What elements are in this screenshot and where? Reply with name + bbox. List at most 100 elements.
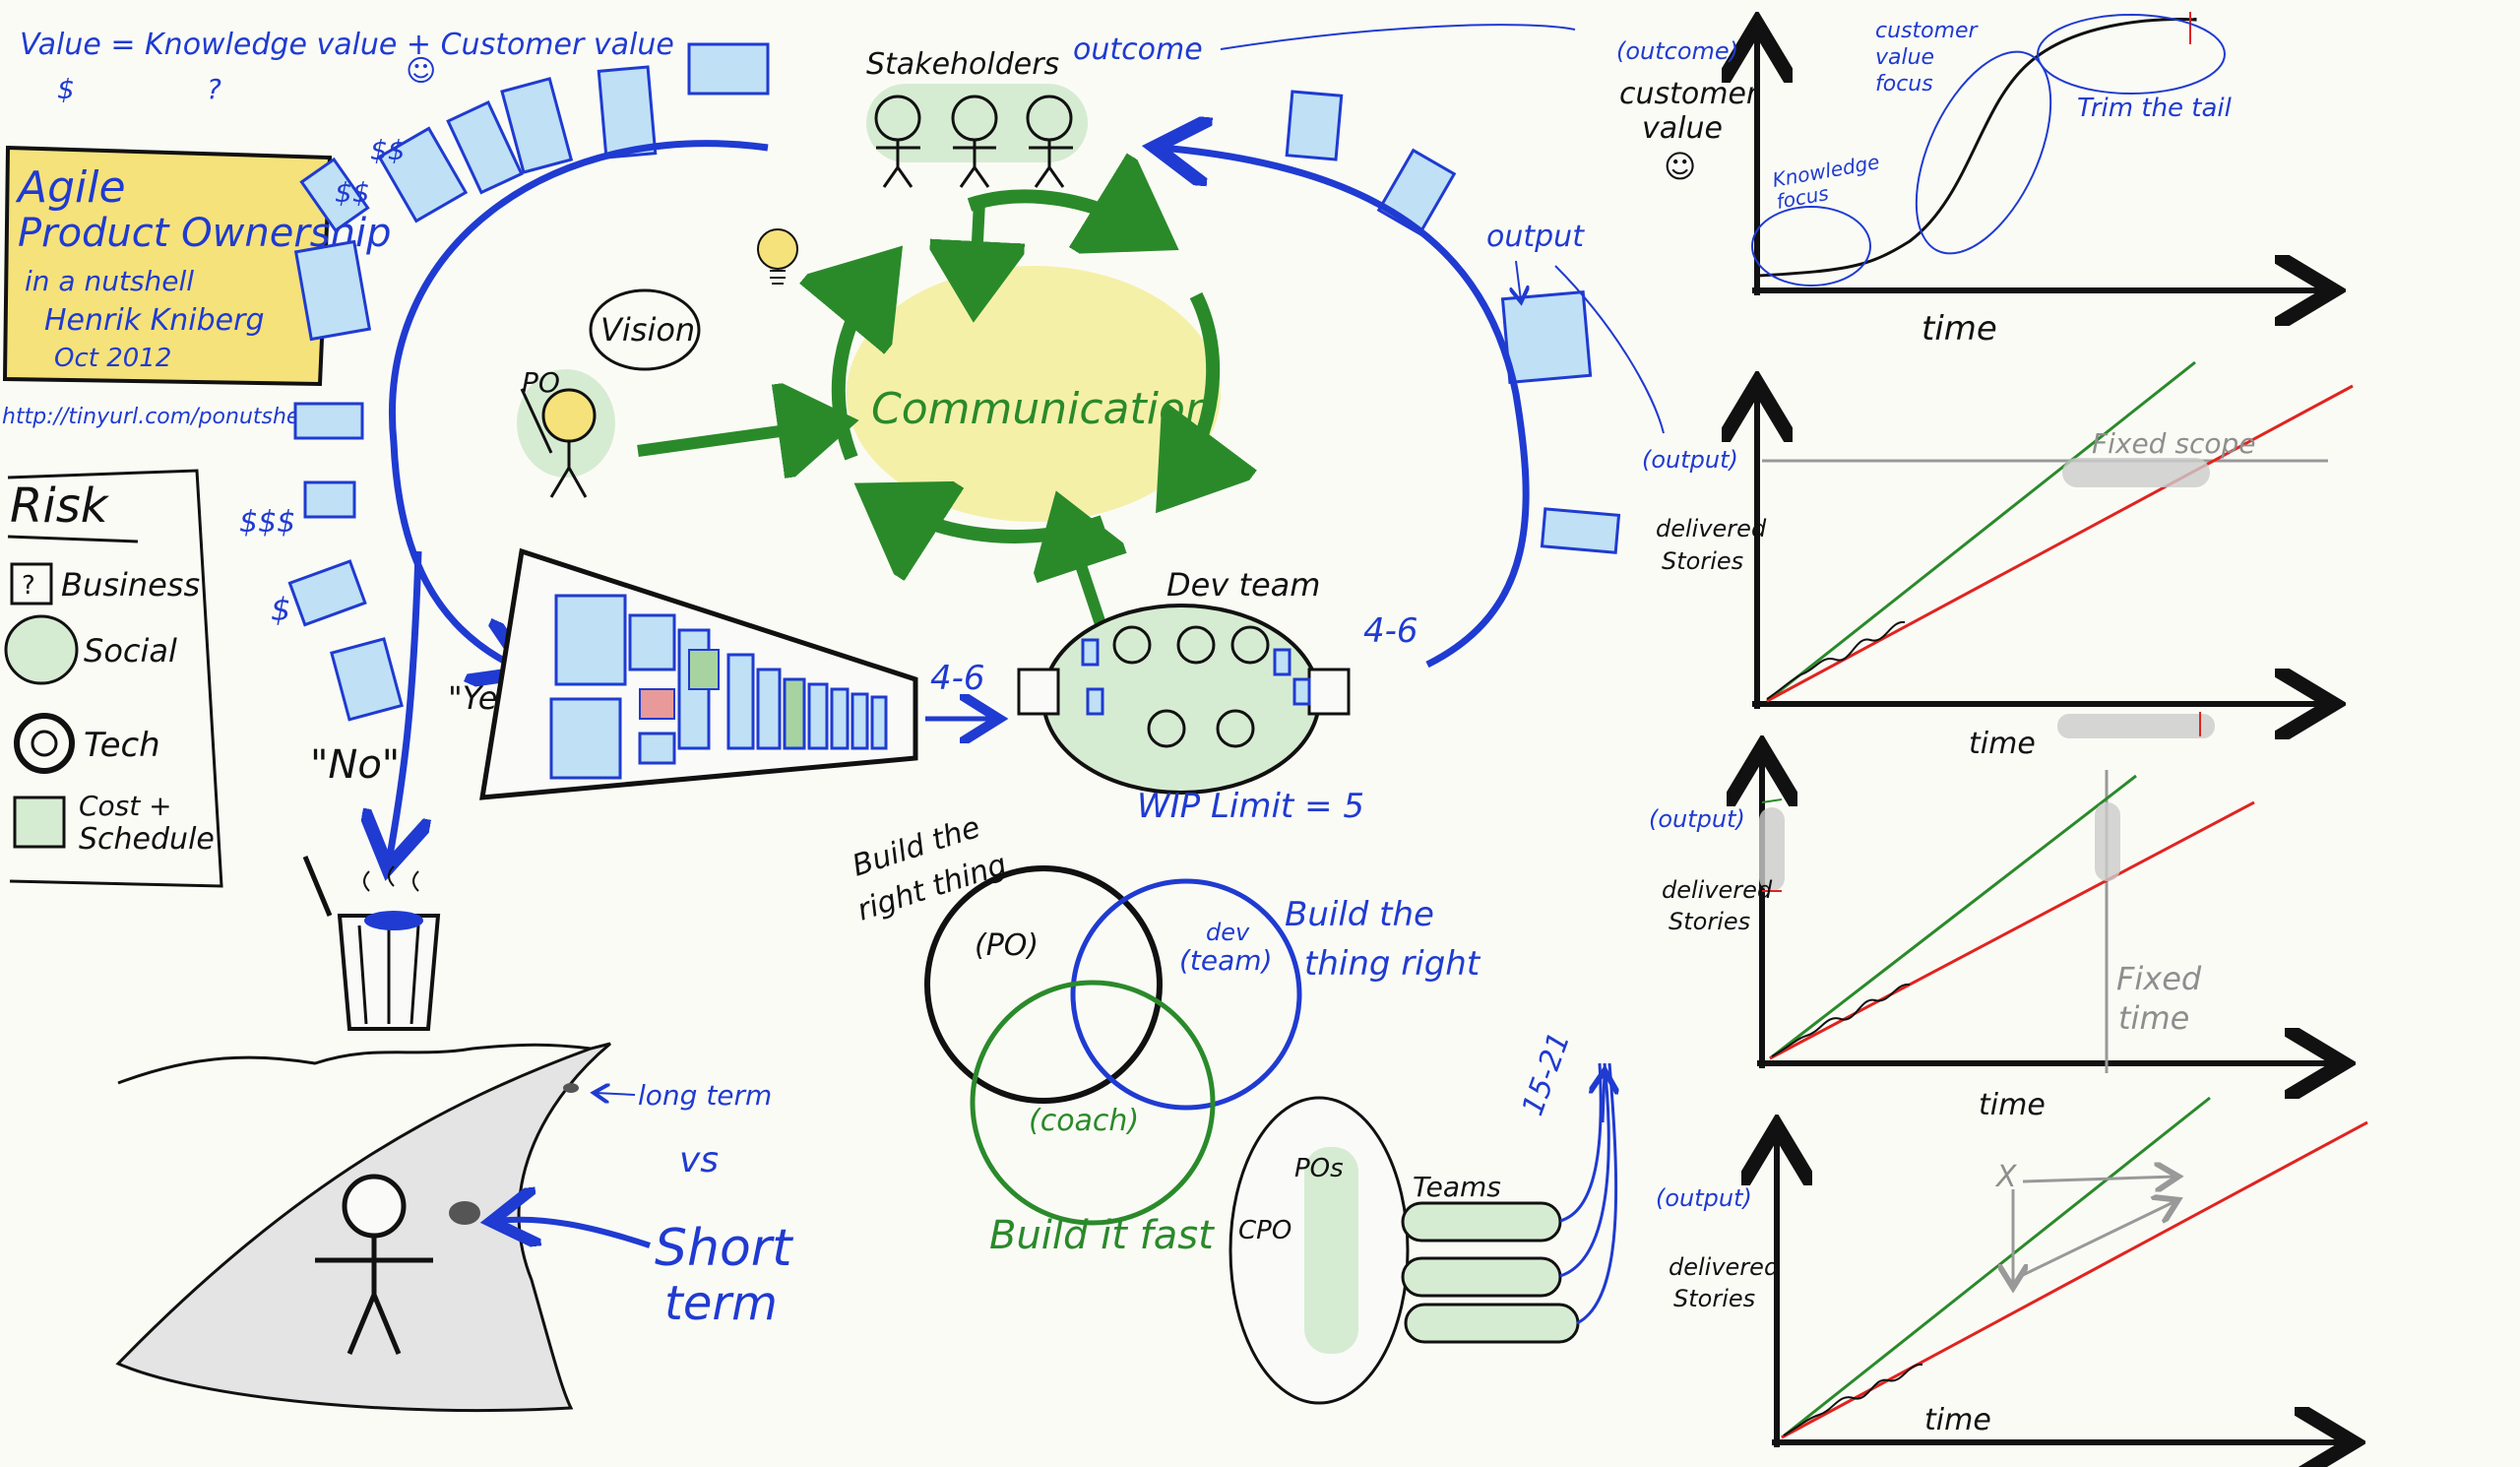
svg-text:$$: $$ — [370, 134, 406, 166]
svg-text:Communication: Communication — [871, 384, 1213, 434]
dollar-mark: $ — [57, 73, 75, 105]
pessimistic-line-3 — [1781, 1120, 2368, 1439]
svg-text:delivered: delivered — [1656, 515, 1767, 542]
lightbulb-icon — [757, 228, 798, 285]
customer-value-curve — [1756, 18, 2197, 278]
backlog-stickies — [287, 42, 1621, 722]
svg-text:dev: dev — [1206, 919, 1250, 946]
svg-text:time: time — [1922, 309, 1997, 349]
venn-diagram: Build the right thing (PO) dev (team) Bu… — [849, 810, 1481, 1258]
value-equation: Value = Knowledge value + Customer value — [20, 28, 674, 62]
outcome-label: outcome — [1073, 32, 1203, 67]
svg-text:Build the: Build the — [1285, 895, 1434, 934]
svg-text:(outcome): (outcome) — [1616, 37, 1738, 65]
svg-text:delivered: delivered — [1662, 876, 1773, 904]
title-date: Oct 2012 — [54, 344, 171, 373]
trash-can-icon — [302, 856, 441, 1031]
svg-text:Build it fast: Build it fast — [989, 1213, 1215, 1258]
svg-text:long term: long term — [638, 1079, 772, 1112]
output-label: output — [1486, 220, 1585, 254]
svg-text:Vision: Vision — [600, 311, 695, 349]
svg-text:(PO): (PO) — [975, 928, 1039, 963]
actual-progress — [1766, 620, 1906, 700]
risk-business: Business — [61, 566, 200, 604]
stakeholders-group: Stakeholders outcome — [866, 32, 1203, 188]
pessimistic-line — [1766, 384, 2354, 703]
no-label: "No" — [310, 742, 400, 788]
svg-text:(output): (output) — [1649, 805, 1745, 833]
svg-text:(team): (team) — [1179, 944, 1273, 977]
svg-text:vs: vs — [679, 1140, 719, 1180]
risk-tech: Tech — [84, 726, 160, 765]
svg-text:Fixed: Fixed — [2116, 960, 2202, 997]
svg-text:value: value — [1642, 111, 1723, 146]
optimistic-line-3 — [1781, 1096, 2211, 1439]
svg-text:focus: focus — [1875, 72, 1933, 96]
chart-fixed-scope: Fixed scope (output) delivered Stories t… — [1642, 360, 2354, 761]
svg-text:15-21: 15-21 — [1516, 1028, 1578, 1120]
svg-text:customer: customer — [1875, 19, 1980, 43]
svg-text:time: time — [1969, 727, 2036, 761]
svg-text:Stories: Stories — [1662, 547, 1743, 575]
svg-text:term: term — [664, 1276, 778, 1331]
svg-text:Stories: Stories — [1669, 908, 1750, 935]
output-link-line — [1554, 265, 1665, 434]
optimistic-line-2 — [1769, 774, 2137, 1060]
po-figure: PO Vision — [517, 288, 701, 498]
vision-bubble — [589, 288, 701, 371]
svg-text:CPO: CPO — [1238, 1216, 1292, 1245]
svg-text:$: $ — [271, 591, 290, 628]
wip-limit-label: WIP Limit = 5 — [1137, 787, 1364, 826]
calendar-icon — [13, 796, 66, 849]
scaled-organization: POs CPO Teams 15-21 — [1228, 1028, 1616, 1405]
svg-text:POs: POs — [1294, 1154, 1344, 1183]
chart-tradeoff: X (output) delivered Stories time — [1656, 1096, 2368, 1447]
rate-out-label: 4-6 — [1363, 611, 1418, 651]
svg-text:PO: PO — [522, 366, 560, 399]
gear-icon — [14, 713, 75, 774]
chart-fixed-time: Fixed time (output) delivered Stories ti… — [1649, 753, 2338, 1122]
url-link[interactable]: http://tinyurl.com/ponutshell — [2, 405, 312, 429]
svg-text:X: X — [1994, 1160, 2018, 1194]
communication-loop: Communication — [637, 196, 1221, 632]
money-labels: $$ $$ $$$ $ — [239, 134, 406, 628]
title-card: Agile Product Ownership in a nutshell He… — [2, 145, 391, 387]
svg-text:delivered: delivered — [1669, 1253, 1780, 1281]
risk-box: Risk ? Business Social Tech Cost + Sched… — [4, 469, 223, 888]
svg-text:Stakeholders: Stakeholders — [866, 47, 1059, 82]
svg-text:(output): (output) — [1642, 446, 1738, 474]
svg-text:Dev team: Dev team — [1166, 566, 1320, 604]
svg-text:$$$: $$$ — [239, 505, 295, 540]
risk-title: Risk — [10, 478, 110, 534]
dev-team-group: Dev team WIP Limit = 5 — [1017, 566, 1364, 826]
svg-text:value: value — [1875, 45, 1934, 70]
pessimistic-line-2 — [1769, 800, 2255, 1060]
output-loop-arrow — [1162, 148, 1530, 669]
svg-text:customer: customer — [1619, 77, 1760, 111]
backlog-arrow-no — [389, 550, 418, 861]
svg-text:?: ? — [22, 571, 35, 601]
svg-text:(coach): (coach) — [1029, 1104, 1139, 1138]
smiley-icon: ☺ — [406, 54, 436, 89]
svg-text:time: time — [2118, 999, 2189, 1037]
backlog-funnel — [479, 547, 918, 800]
outcome-link-line — [1220, 24, 1576, 50]
risk-schedule: Schedule — [79, 822, 215, 857]
question-mark: ? — [207, 73, 221, 105]
backlog-arrow-yes — [389, 140, 769, 670]
svg-text:Fixed scope: Fixed scope — [2092, 427, 2255, 460]
svg-text:time: time — [1979, 1088, 2046, 1122]
svg-text:Teams: Teams — [1413, 1171, 1501, 1203]
svg-text:Trim the tail: Trim the tail — [2077, 94, 2233, 123]
title-author: Henrik Kniberg — [44, 303, 265, 338]
business-icon — [10, 562, 53, 606]
svg-text:thing right: thing right — [1304, 944, 1481, 984]
risk-social: Social — [84, 632, 177, 670]
title-line-3: in a nutshell — [25, 265, 194, 297]
svg-text:time: time — [1924, 1403, 1991, 1437]
rate-in-label: 4-6 — [930, 659, 985, 698]
optimistic-line — [1766, 360, 2196, 703]
title-line-1: Agile — [15, 162, 126, 213]
